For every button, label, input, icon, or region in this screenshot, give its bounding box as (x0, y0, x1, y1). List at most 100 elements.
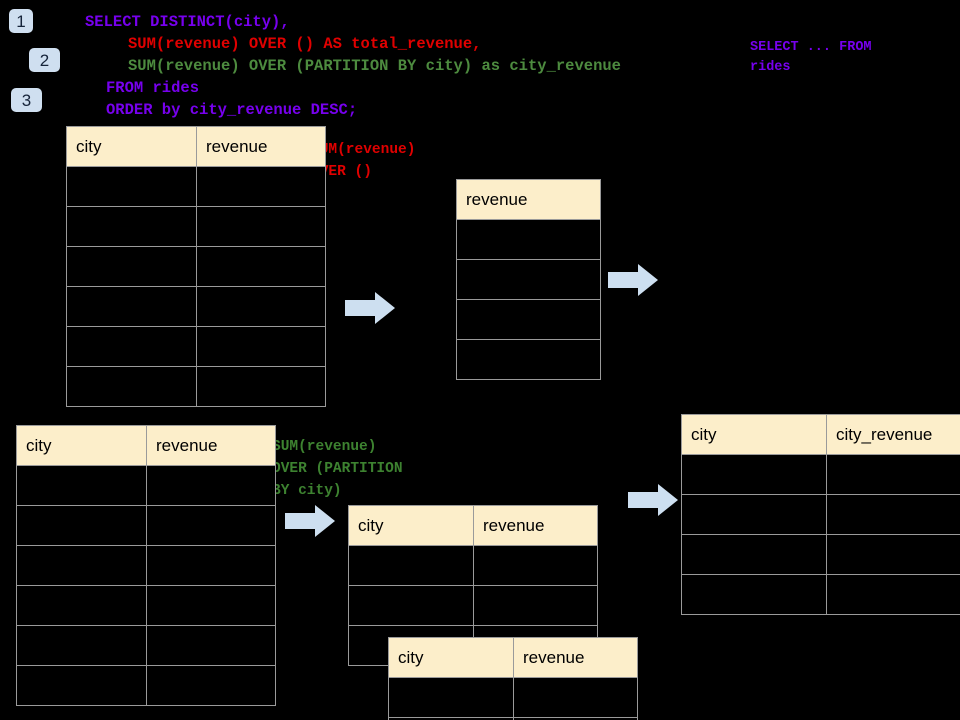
table-cell (826, 494, 960, 535)
table-header-row: revenue (456, 179, 601, 220)
table-header-row: city city_revenue (681, 414, 960, 455)
table-cell (66, 366, 197, 407)
table-row (456, 299, 601, 340)
sql-line-city-revenue: SUM(revenue) OVER (PARTITION BY city) as… (128, 57, 621, 75)
table-cell (456, 299, 601, 340)
table-cell (681, 494, 827, 535)
column-header-revenue: revenue (473, 505, 598, 546)
table-cell (681, 454, 827, 495)
table-row (456, 259, 601, 300)
table-row (681, 534, 960, 575)
column-header-city: city (681, 414, 827, 455)
step-badge-2-label: 2 (39, 50, 50, 70)
annotation-city-revenue-line-2: OVER (PARTITION (272, 461, 403, 477)
table-row (16, 585, 276, 626)
table-row (16, 665, 276, 706)
column-header-city-revenue: city_revenue (826, 414, 960, 455)
annotation-total-revenue-line-1: SUM(revenue) (311, 142, 416, 158)
step-badge-3-label: 3 (21, 90, 32, 110)
table-row (456, 339, 601, 380)
table-row (16, 505, 276, 546)
table-row (66, 246, 326, 287)
sql-line-from-rides: FROM rides (106, 79, 200, 97)
sql-line-order-by: ORDER by city_revenue DESC; (106, 101, 358, 119)
table-body (388, 677, 638, 720)
table-body (456, 219, 601, 380)
table-row (348, 545, 598, 586)
table-cell (473, 545, 598, 586)
table-header-row: city revenue (66, 126, 326, 167)
table-cell (826, 574, 960, 615)
table-cell (16, 505, 147, 546)
table-row (66, 206, 326, 247)
annotation-city-revenue-line-3: BY city) (272, 483, 342, 499)
table-partition-b: city revenue (388, 637, 638, 720)
table-header-row: city revenue (16, 425, 276, 466)
table-cell (456, 259, 601, 300)
table-header-row: city revenue (348, 505, 598, 546)
column-header-city: city (66, 126, 197, 167)
table-revenue-agg: revenue (456, 179, 601, 380)
table-cell (196, 206, 326, 247)
table-row (16, 545, 276, 586)
table-cell (196, 366, 326, 407)
table-cell (146, 665, 276, 706)
table-row (388, 677, 638, 718)
table-cell (146, 465, 276, 506)
table-header-row: city revenue (388, 637, 638, 678)
step-badge-2: 2 (29, 48, 60, 72)
table-cell (681, 574, 827, 615)
table-row (16, 625, 276, 666)
table-row (66, 286, 326, 327)
table-body (16, 465, 276, 706)
table-cell (146, 505, 276, 546)
table-rides-bottom: city revenue (16, 425, 276, 706)
table-cell (146, 585, 276, 626)
table-row (66, 326, 326, 367)
table-cell (16, 665, 147, 706)
table-body (348, 545, 598, 666)
table-cell (146, 545, 276, 586)
table-cell (826, 534, 960, 575)
column-header-city: city (348, 505, 474, 546)
table-cell (66, 326, 197, 367)
table-cell (66, 206, 197, 247)
table-row (348, 585, 598, 626)
table-row (681, 574, 960, 615)
table-row (66, 166, 326, 207)
table-cell (348, 585, 474, 626)
table-cell (826, 454, 960, 495)
arrow-rides-to-partition (285, 505, 335, 537)
table-cell (146, 625, 276, 666)
sql-line-select-distinct: SELECT DISTINCT(city), (85, 13, 290, 31)
table-cell (16, 625, 147, 666)
table-cell (16, 585, 147, 626)
table-cell (456, 339, 601, 380)
table-row (681, 494, 960, 535)
table-cell (513, 677, 638, 718)
table-cell (16, 465, 147, 506)
annotation-city-revenue-line-1: SUM(revenue) (272, 439, 377, 455)
table-row (681, 454, 960, 495)
table-cell (66, 286, 197, 327)
table-cell (348, 545, 474, 586)
sql-line-total-revenue: SUM(revenue) OVER () AS total_revenue, (128, 35, 482, 53)
table-row (16, 465, 276, 506)
arrow-rides-to-revenue (345, 292, 395, 324)
arrow-revenue-to-result (608, 264, 658, 296)
table-cell (196, 246, 326, 287)
table-cell (388, 677, 514, 718)
table-rides-top: city revenue (66, 126, 326, 407)
side-note-line-2: rides (750, 60, 791, 75)
column-header-city: city (388, 637, 514, 678)
arrow-partition-to-result (628, 484, 678, 516)
table-cell (196, 286, 326, 327)
table-cell (456, 219, 601, 260)
table-cell (66, 246, 197, 287)
table-cell (196, 166, 326, 207)
table-cell (16, 545, 147, 586)
table-row (456, 219, 601, 260)
column-header-revenue: revenue (196, 126, 326, 167)
step-badge-1-label: 1 (16, 11, 26, 31)
